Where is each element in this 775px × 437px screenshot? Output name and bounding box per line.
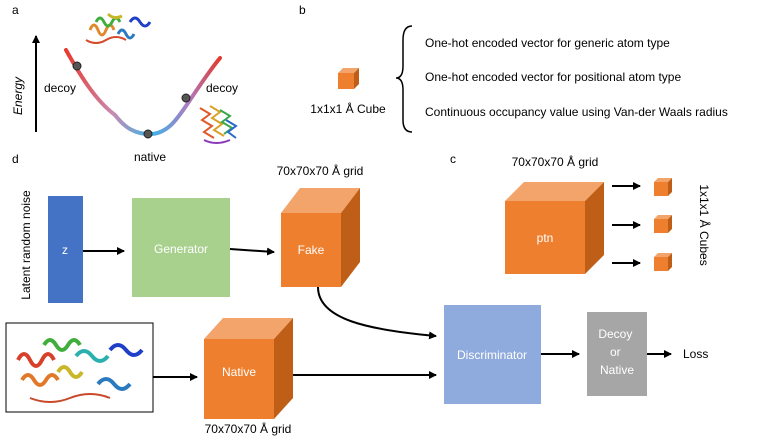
feature-positional-atom-type: One-hot encoded vector for positional at… (425, 70, 681, 84)
native-protein-image-frame (5, 322, 154, 413)
output-label: Decoy or Native (598, 327, 635, 377)
folded-protein-icon (85, 12, 152, 44)
small-cube-2-side (668, 215, 672, 233)
native-point (143, 129, 153, 139)
small-cube-1-side (668, 178, 672, 196)
fake-grid-label: 70x70x70 Å grid (277, 163, 364, 178)
decoy-point-right (181, 93, 191, 103)
feature-occupancy-value: Continuous occupancy value using Van-der… (425, 105, 728, 119)
native-label: native (134, 150, 166, 164)
feature-brace (395, 25, 413, 133)
unit-cube-front (338, 73, 354, 89)
small-cube-3-top (654, 253, 672, 257)
discriminator-box (444, 305, 541, 404)
generator-label: Generator (154, 242, 208, 256)
native-label: Native (222, 365, 256, 379)
native-grid-label: 70x70x70 Å grid (205, 421, 292, 436)
native-cube-side (274, 318, 293, 419)
ptn-cube (505, 182, 604, 274)
unit-cube-label: 1x1x1 Å Cube (310, 101, 386, 116)
small-cube-1-top (654, 178, 672, 182)
feature-generic-atom-type: One-hot encoded vector for generic atom … (425, 36, 670, 50)
fake-cube-top (281, 188, 360, 213)
panel-label-a: a (12, 3, 19, 17)
decoy-label-left: decoy (44, 81, 76, 95)
fake-label: Fake (298, 243, 325, 257)
native-protein-icon (16, 338, 144, 403)
ptn-grid-label: 70x70x70 Å grid (512, 154, 599, 169)
native-cube (204, 318, 293, 419)
native-cube-top (204, 318, 293, 339)
small-cube-2-front (654, 219, 668, 233)
panel-a: Energy decoy decoy native (11, 12, 238, 164)
z-label: z (62, 243, 68, 257)
generator-box (132, 198, 230, 297)
small-cube-3-side (668, 253, 672, 271)
panel-c: 70x70x70 Å grid ptn 1x1x1 Å Cubes (505, 154, 712, 274)
small-cube-2 (654, 215, 672, 233)
small-cubes-label: 1x1x1 Å Cubes (697, 184, 712, 265)
unit-cube-side (354, 68, 359, 89)
energy-axis-label: Energy (11, 76, 25, 115)
decoy-label-right: decoy (206, 81, 238, 95)
ptn-cube-front (505, 201, 585, 274)
decoy-point-left (72, 61, 82, 71)
panel-b: 1x1x1 Å Cube One-hot encoded vector for … (310, 25, 728, 133)
panel-label-c: c (450, 152, 456, 166)
fake-cube (281, 188, 360, 287)
fake-cube-side (341, 188, 360, 287)
output-box (587, 312, 647, 396)
discriminator-label: Discriminator (457, 348, 527, 362)
small-cube-3-front (654, 257, 668, 271)
arrow-fake-to-discriminator (317, 286, 437, 340)
unit-cube (338, 68, 359, 89)
unit-cube-top (338, 68, 359, 73)
ptn-cube-top (505, 182, 604, 201)
ptn-cube-text: ptn (537, 231, 554, 245)
z-box (48, 196, 83, 303)
native-cube-front (204, 339, 274, 419)
fake-cube-front (281, 213, 341, 287)
arrow-generator-to-fake (229, 247, 275, 256)
energy-landscape-curve (64, 48, 222, 137)
small-cube-1-front (654, 182, 668, 196)
ptn-cube-side (585, 182, 604, 274)
decoy-protein-icon (199, 105, 238, 144)
loss-label: Loss (683, 347, 708, 361)
panel-label-d: d (12, 152, 19, 166)
small-cube-3 (654, 253, 672, 271)
small-cube-2-top (654, 215, 672, 219)
latent-noise-label: Latent random noise (19, 190, 33, 300)
small-cube-1 (654, 178, 672, 196)
panel-d: Latent random noise z Generator 70x70x70… (5, 163, 708, 436)
panel-label-b: b (299, 3, 306, 17)
